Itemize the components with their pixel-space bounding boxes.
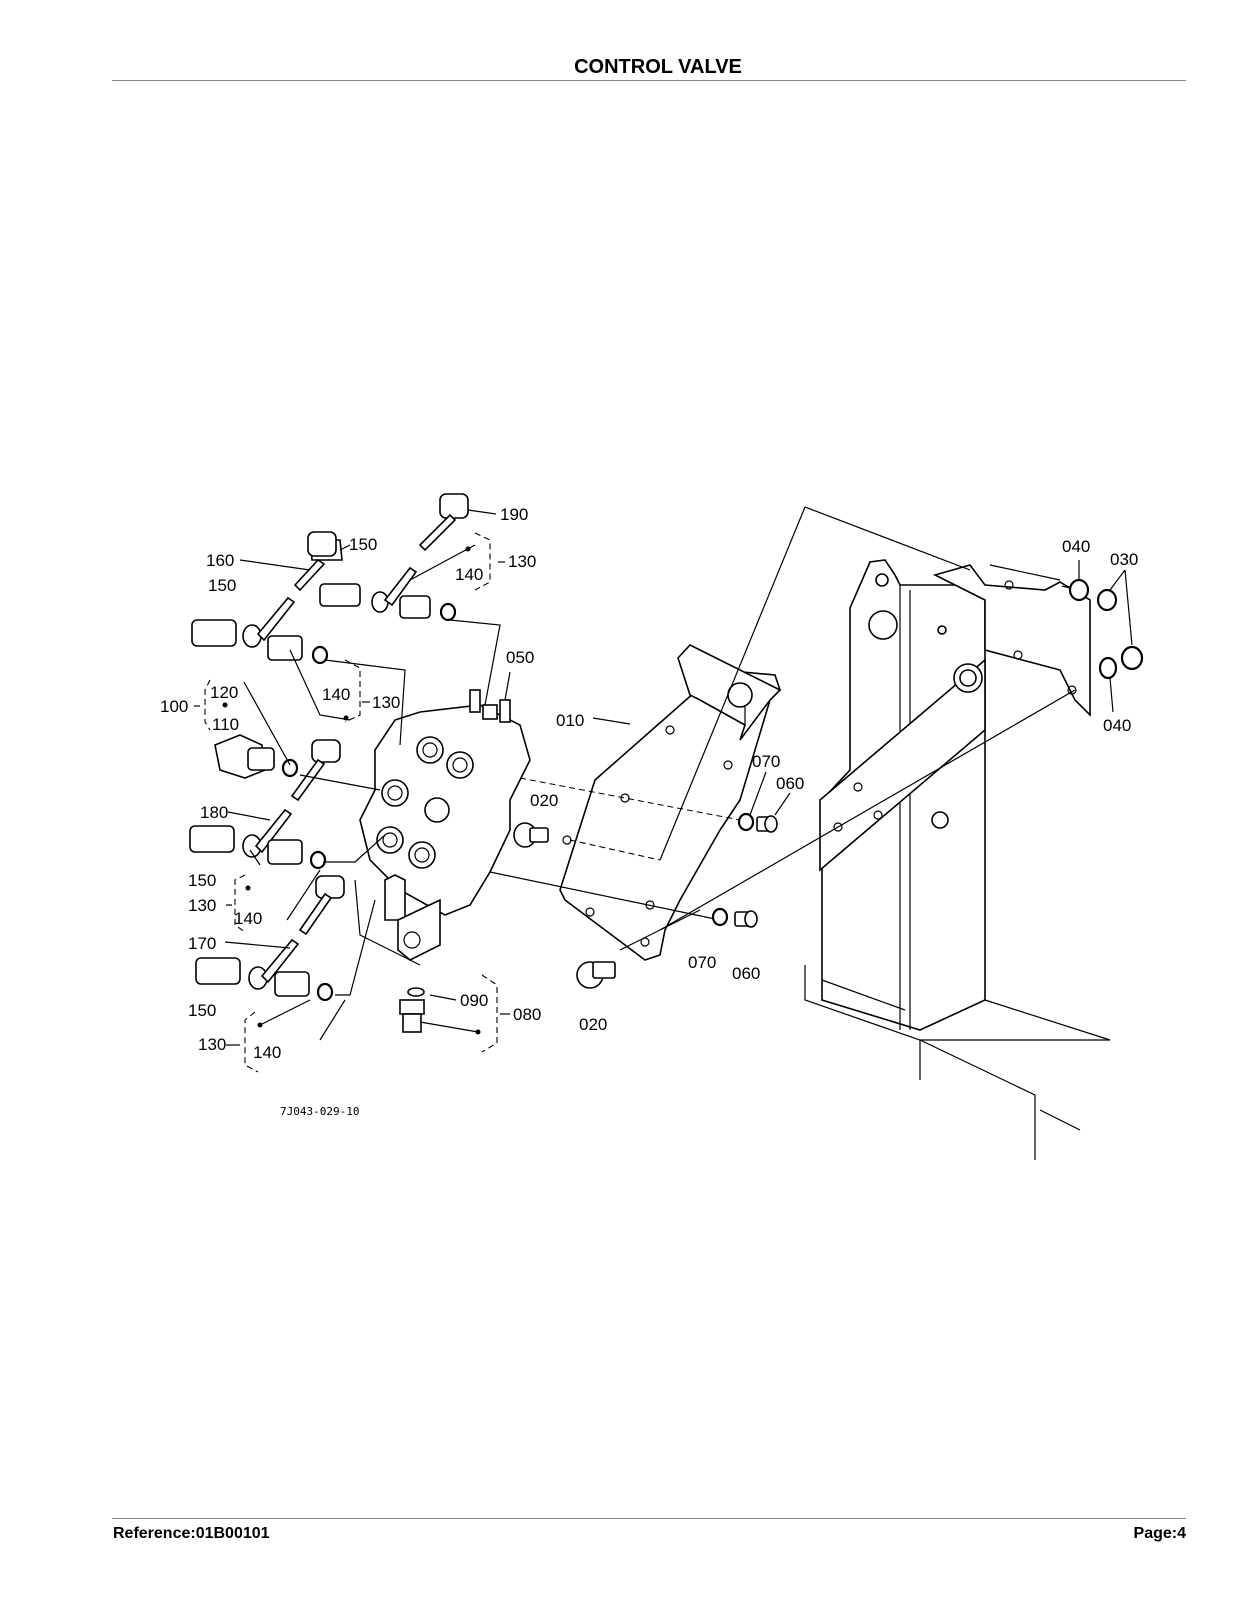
coupler-fittings (189, 493, 501, 1073)
callout-labels: 190 150 160 150 130 140 050 140 130 100 … (160, 505, 1138, 1062)
callout-050: 050 (506, 648, 534, 667)
callout-100: 100 (160, 697, 188, 716)
callout-020: 020 (530, 791, 558, 810)
callout-leaders (194, 509, 791, 1046)
diagonal-brace (819, 658, 986, 872)
control-valve-body (359, 689, 531, 961)
header-rule (112, 80, 1186, 81)
callout-140: 140 (455, 565, 483, 584)
callout-140: 140 (234, 909, 262, 928)
callout-110: 110 (212, 715, 239, 734)
reference-label: Reference:01B00101 (113, 1525, 270, 1542)
page-title: CONTROL VALVE (574, 56, 742, 78)
bolts-washers (513, 812, 778, 989)
callout-070: 070 (752, 752, 780, 771)
callout-070: 070 (688, 953, 716, 972)
callout-030: 030 (1110, 550, 1138, 569)
callout-010: 010 (556, 711, 584, 730)
callout-120: 120 (210, 683, 238, 702)
callout-060: 060 (732, 964, 760, 983)
callout-090: 090 (460, 991, 488, 1010)
callout-130: 130 (188, 896, 216, 915)
callout-150: 150 (349, 535, 377, 554)
callout-040: 040 (1103, 716, 1131, 735)
callout-160: 160 (206, 551, 234, 570)
callout-190: 190 (500, 505, 528, 524)
page-number: Page:4 (1133, 1525, 1186, 1542)
callout-150: 150 (188, 1001, 216, 1020)
callout-130: 130 (198, 1035, 226, 1054)
washer-nut-group (1061, 560, 1144, 713)
fitting-080 (399, 974, 498, 1053)
callout-060: 060 (776, 774, 804, 793)
callout-040: 040 (1062, 537, 1090, 556)
callout-130: 130 (508, 552, 536, 571)
callout-150: 150 (208, 576, 236, 595)
callout-080: 080 (513, 1005, 541, 1024)
callout-180: 180 (200, 803, 228, 822)
callout-150: 150 (188, 871, 216, 890)
callout-130: 130 (372, 693, 400, 712)
callout-170: 170 (188, 934, 216, 953)
footer-rule (112, 1518, 1186, 1519)
figure-code: 7J043-029-10 (280, 1105, 359, 1118)
callout-140: 140 (322, 685, 350, 704)
callout-140: 140 (253, 1043, 281, 1062)
upper-bracket-plate (932, 564, 1091, 717)
callout-020: 020 (579, 1015, 607, 1034)
